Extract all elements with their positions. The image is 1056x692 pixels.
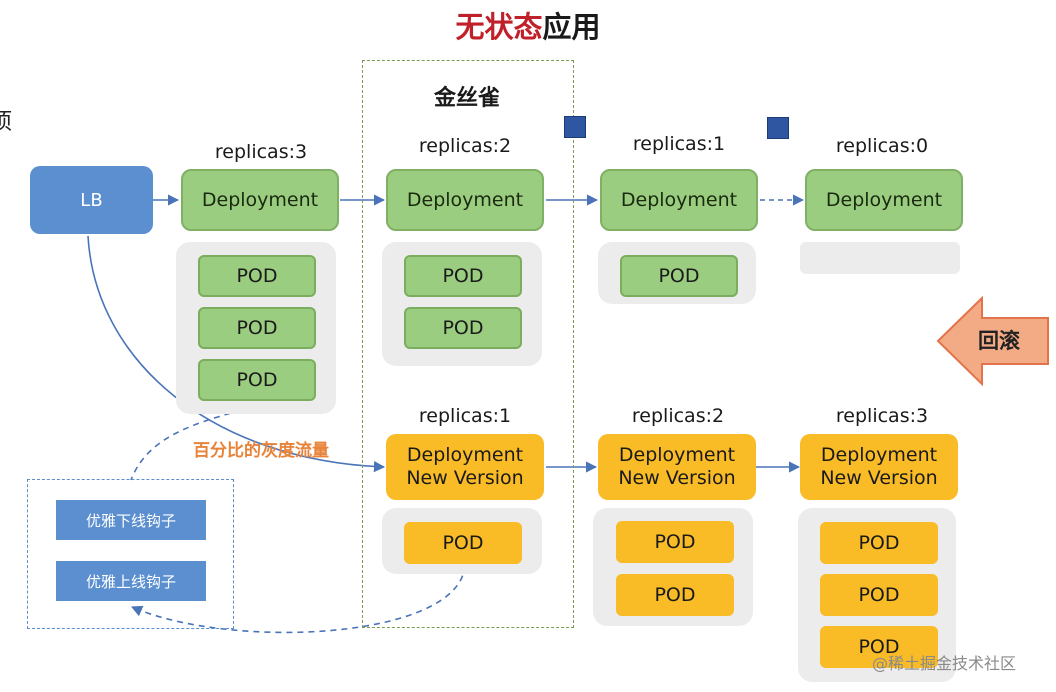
deployment-box: Deployment — [181, 169, 339, 231]
arrow-lb-to-new-version — [87, 235, 386, 473]
pod-new: POD — [616, 574, 734, 616]
hooks-region — [27, 479, 234, 629]
graceful-offline-hook: 优雅下线钩子 — [56, 500, 206, 540]
pod: POD — [404, 255, 522, 297]
deployment-box: Deployment — [805, 169, 963, 231]
pod: POD — [198, 359, 316, 401]
pod-new: POD — [820, 574, 938, 616]
pod: POD — [198, 255, 316, 297]
replicas-label: replicas:2 — [631, 405, 725, 427]
pod-new: POD — [616, 521, 734, 563]
replicas-label: replicas:0 — [835, 135, 929, 157]
dashed-pod-to-offline-hook — [130, 403, 263, 481]
dashed-pod-to-online-hook — [130, 564, 466, 634]
replicas-label: replicas:3 — [835, 405, 929, 427]
page-title: 无状态应用 — [455, 10, 601, 44]
replicas-label: replicas:1 — [418, 405, 512, 427]
canary-region — [362, 60, 574, 628]
rollback-arrow-icon — [936, 296, 1049, 386]
pod-new: POD — [404, 522, 522, 564]
pod: POD — [198, 307, 316, 349]
pod-tray-empty — [800, 242, 960, 274]
pod-new: POD — [820, 626, 938, 668]
replicas-label: replicas:2 — [418, 135, 512, 157]
traffic-label: 百分比的灰度流量 — [193, 441, 329, 461]
pod: POD — [404, 307, 522, 349]
pod: POD — [620, 255, 738, 297]
play-icon — [564, 116, 586, 138]
deployment-box: Deployment — [600, 169, 758, 231]
load-balancer: LB — [30, 166, 153, 234]
pod-new: POD — [820, 522, 938, 564]
rollback-label: 回滚 — [978, 329, 1020, 353]
watermark: @稀土掘金技术社区 — [872, 654, 1017, 673]
graceful-online-hook: 优雅上线钩子 — [56, 561, 206, 601]
cut-off-character: 项 — [0, 110, 13, 135]
play-icon — [767, 117, 789, 139]
canary-label: 金丝雀 — [433, 86, 500, 111]
replicas-label: replicas:1 — [632, 133, 726, 155]
deployment-box: Deployment — [386, 169, 544, 231]
replicas-label: replicas:3 — [214, 141, 308, 163]
